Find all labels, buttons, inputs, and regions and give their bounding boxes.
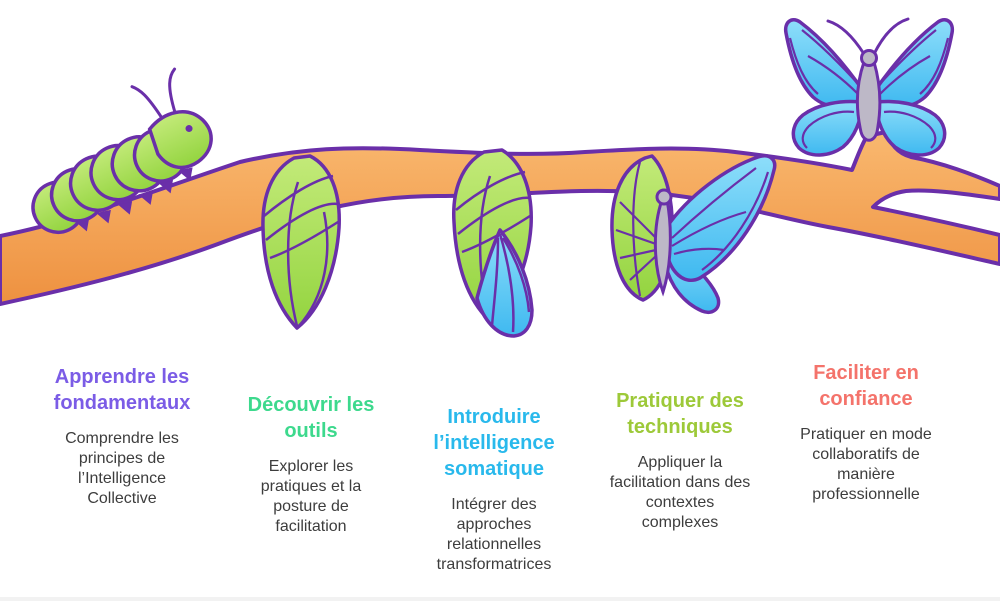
caterpillar-graphic [31,67,213,234]
step-description: Appliquer la facilitation dans des conte… [609,454,751,531]
step-column-5: Faciliter en confiance Pratiquer en mode… [766,360,966,505]
step-title: Pratiquer des techniques [616,390,744,438]
step-title: Introduire l’intelligence somatique [433,406,555,480]
step-title: Apprendre les fondamentaux [53,366,191,414]
step-description: Comprendre les principes de l’Intelligen… [65,430,179,507]
step-column-1: Apprendre les fondamentaux Comprendre le… [22,364,222,509]
page-bottom-edge [0,597,1000,601]
chrysalis-graphic [261,154,341,330]
butterfly-graphic [783,17,955,157]
step-description: Pratiquer en mode collaboratifs de maniè… [800,426,932,503]
step-column-3: Introduire l’intelligence somatique Inté… [394,404,594,575]
step-column-2: Découvrir les outils Explorer les pratiq… [211,392,411,537]
step-title: Faciliter en confiance [813,362,919,410]
chrysalis-opening-graphic [452,148,534,338]
step-description: Intégrer des approches relationnelles tr… [436,496,552,573]
step-description: Explorer les pratiques et la posture de … [260,458,362,535]
butterfly-emerging-graphic [610,154,777,314]
metamorphosis-illustration [0,17,1000,338]
step-column-4: Pratiquer des techniques Appliquer la fa… [580,388,780,533]
step-title: Découvrir les outils [247,394,375,442]
